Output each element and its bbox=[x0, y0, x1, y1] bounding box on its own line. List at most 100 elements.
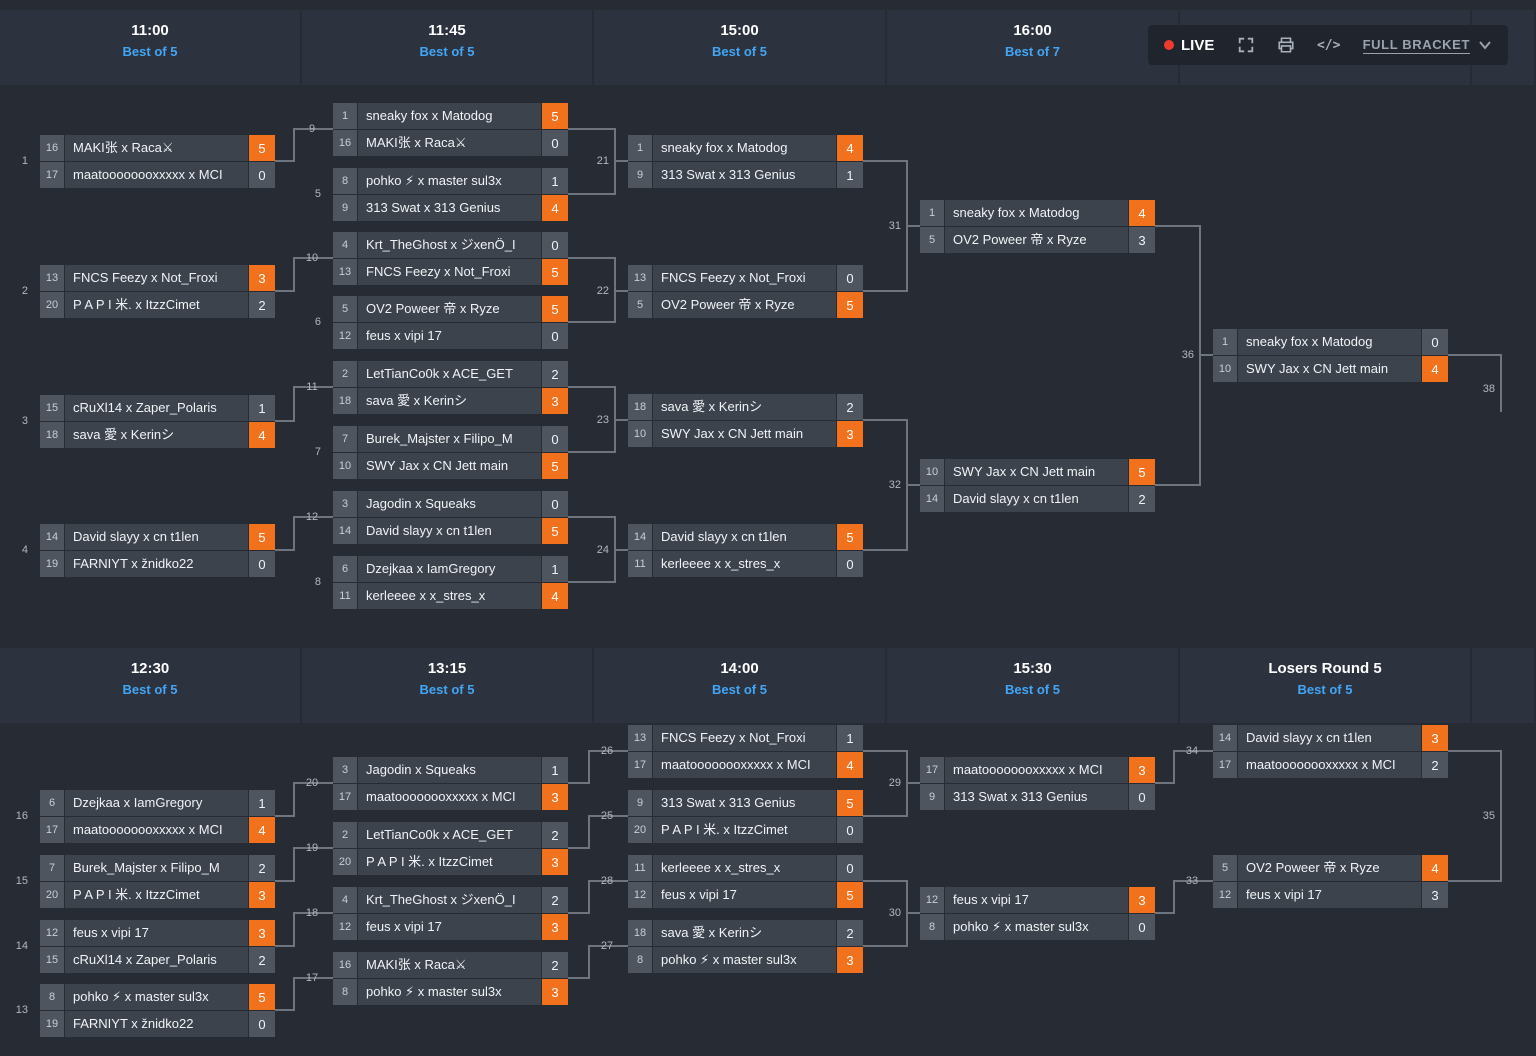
connector-line bbox=[616, 290, 628, 292]
team-score: 3 bbox=[249, 882, 275, 908]
connector-line bbox=[1175, 880, 1213, 882]
seed-number: 20 bbox=[628, 817, 652, 843]
team-name: OV2 Poweer 帝 x Ryze bbox=[358, 296, 541, 322]
seed-number: 9 bbox=[628, 790, 652, 816]
connector-line bbox=[568, 782, 588, 784]
team-name: pohko ⚡ x master sul3x bbox=[945, 914, 1128, 940]
bracket-view-dropdown[interactable]: FULL BRACKET bbox=[1362, 37, 1492, 54]
team-score: 5 bbox=[542, 453, 568, 479]
seed-number: 5 bbox=[628, 292, 652, 318]
team-score: 2 bbox=[1422, 752, 1448, 778]
print-icon[interactable] bbox=[1277, 36, 1295, 54]
connector-line bbox=[275, 880, 293, 882]
team-score: 5 bbox=[1129, 459, 1155, 485]
team-score: 4 bbox=[837, 752, 863, 778]
round-time: 16:00 bbox=[1013, 22, 1052, 39]
round-time: Losers Round 5 bbox=[1268, 660, 1382, 677]
team-name: maatoooooooxxxxx x MCI bbox=[65, 817, 248, 843]
team-score: 3 bbox=[1129, 887, 1155, 913]
team-name: kerleeee x x_stres_x bbox=[653, 855, 836, 881]
team-name: pohko ⚡ x master sul3x bbox=[358, 979, 541, 1005]
seed-number: 2 bbox=[333, 822, 357, 848]
seed-number: 8 bbox=[333, 168, 357, 194]
fullscreen-icon[interactable] bbox=[1237, 36, 1255, 54]
seed-number: 4 bbox=[333, 232, 357, 258]
connector-line bbox=[590, 945, 628, 947]
connector-line bbox=[590, 750, 628, 752]
match-number-label: 29 bbox=[888, 777, 901, 789]
team-score: 3 bbox=[837, 421, 863, 447]
live-indicator[interactable]: LIVE bbox=[1164, 37, 1214, 54]
team-score: 5 bbox=[837, 882, 863, 908]
team-score: 3 bbox=[1422, 882, 1448, 908]
team-name: feus x vipi 17 bbox=[945, 887, 1128, 913]
seed-number: 17 bbox=[1213, 752, 1237, 778]
team-score: 2 bbox=[542, 822, 568, 848]
team-score: 4 bbox=[542, 583, 568, 609]
match-number-label: 3 bbox=[21, 415, 28, 427]
connector-line bbox=[568, 847, 588, 849]
team-name: OV2 Poweer 帝 x Ryze bbox=[1238, 855, 1421, 881]
connector-line bbox=[568, 128, 614, 130]
connector-line bbox=[614, 257, 616, 323]
seed-number: 1 bbox=[333, 103, 357, 129]
connector-line bbox=[906, 160, 908, 292]
match-number-label: 31 bbox=[888, 220, 901, 232]
connector-line bbox=[295, 257, 333, 259]
team-score: 3 bbox=[542, 849, 568, 875]
team-score: 3 bbox=[837, 947, 863, 973]
match-number-label: 23 bbox=[596, 414, 609, 426]
embed-code-icon[interactable]: </> bbox=[1316, 37, 1341, 53]
seed-number: 19 bbox=[40, 1011, 64, 1037]
team-name: maatoooooooxxxxx x MCI bbox=[945, 757, 1128, 783]
seed-number: 12 bbox=[1213, 882, 1237, 908]
round-format: Best of 5 bbox=[419, 44, 475, 59]
seed-number: 18 bbox=[40, 422, 64, 448]
connector-line bbox=[293, 128, 295, 162]
team-name: OV2 Poweer 帝 x Ryze bbox=[653, 292, 836, 318]
team-score: 0 bbox=[542, 232, 568, 258]
team-score: 3 bbox=[249, 920, 275, 946]
